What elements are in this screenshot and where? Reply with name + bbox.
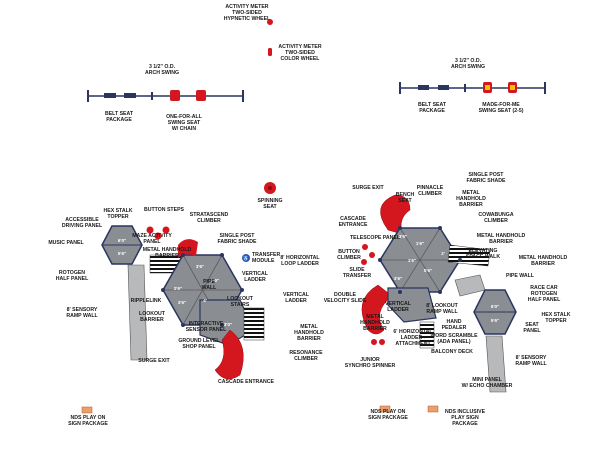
label-accessible-driving: ACCESSIBLE DRIVING PANEL xyxy=(61,217,103,229)
label-maze-activity: MAZE ACTIVITY PANEL xyxy=(132,233,172,245)
label-surge-exit-left: SURGE EXIT xyxy=(138,358,170,364)
deck-height: 6'0" xyxy=(118,238,126,243)
label-lookout-stairs: LOOKOUT STAIRS xyxy=(227,296,253,308)
label-race-car: RACE CAR ROTOGEN HALF PANEL xyxy=(527,285,561,303)
deck-height: 5'6" xyxy=(491,318,499,323)
deck-height: 2'6" xyxy=(174,286,182,291)
label-pinnacle: PINNACLE CLIMBER xyxy=(416,185,444,197)
deck-height: 5'6" xyxy=(424,268,432,273)
label-ripplelink: RIPPLELINK xyxy=(130,298,162,304)
label-pipe-wall-left: PIPE WALL xyxy=(201,279,217,291)
label-cascade-entrance-right: CASCADE ENTRANCE xyxy=(338,216,368,228)
label-loop-ladder: 8' HORIZONTAL LOOP LADDER xyxy=(280,255,320,267)
label-nds-inclusive: NDS INCLUSIVE PLAY SIGN PACKAGE xyxy=(444,409,486,427)
label-arch-swing-left: 3 1/2" O.D. ARCH SWING xyxy=(144,64,180,76)
deck-height: 3'0" xyxy=(224,322,232,327)
label-music-panel: MUSIC PANEL xyxy=(48,240,84,246)
label-transfer-module: TRANSFER MODULE xyxy=(252,252,281,264)
label-cascade-entrance-left: CASCADE ENTRANCE xyxy=(218,379,274,385)
label-belt-seat-left: BELT SEAT PACKAGE xyxy=(104,111,134,123)
label-vertical-ladder-a: VERTICAL LADDER xyxy=(242,271,268,283)
label-vertical-ladder-c: VERTICAL LADDER xyxy=(385,301,411,313)
label-rotogen: ROTOGEN HALF PANEL xyxy=(55,270,89,282)
transfer-module-icon xyxy=(242,254,250,262)
label-metal-handhold-f: METAL HANDHOLD BARRIER xyxy=(360,314,390,332)
svg-text:♿: ♿ xyxy=(243,255,249,262)
label-arch-swing-right: 3 1/2" O.D. ARCH SWING xyxy=(450,58,486,70)
label-metal-handhold-d: METAL HANDHOLD BARRIER xyxy=(476,233,526,245)
label-elevating-space-walk: ELEVATING SPACE WALK xyxy=(465,248,501,260)
label-interactive-sensor: INTERACTIVE SENSOR PANEL xyxy=(185,321,227,333)
label-word-scramble: WORD SCRAMBLE (ADA PANEL) xyxy=(430,333,478,345)
label-lookout-barrier: LOOKOUT BARRIER xyxy=(139,311,165,323)
deck-height: 1'6" xyxy=(408,258,416,263)
deck-height: 1'6" xyxy=(416,241,424,246)
deck-height: 4' xyxy=(203,298,207,303)
deck-height: 3'6" xyxy=(196,264,204,269)
label-hand-pedaler: HAND PEDALER xyxy=(441,319,467,331)
one-for-all-seat-1 xyxy=(170,90,180,101)
right-structure xyxy=(361,194,517,393)
deck-height: 2' xyxy=(441,251,445,256)
sign-package-right-1 xyxy=(379,405,391,413)
label-pipe-wall-right: PIPE WALL xyxy=(506,273,534,279)
label-activity-meter-color: ACTIVITY METER TWO-SIDED COLOR WHEEL xyxy=(278,44,322,62)
label-sensory-ramp-right: 8' SENSORY RAMP WALL xyxy=(515,355,547,367)
label-telescope: TELESCOPE PANEL xyxy=(349,235,401,241)
label-mini-panel: MINI PANEL W/ ECHO CHAMBER xyxy=(461,377,513,389)
label-metal-handhold-a: METAL HANDHOLD BARRIER xyxy=(142,247,192,259)
left-structure: ♿ xyxy=(101,225,265,380)
label-activity-meter-hypnotic: ACTIVITY METER TWO-SIDED HYPNETIC WHEEL xyxy=(223,4,271,22)
deck-height: 5'6" xyxy=(118,251,126,256)
label-metal-handhold-c: METAL HANDHOLD BARRIER xyxy=(456,190,486,208)
label-ground-level-shop: GROUND LEVEL SHOP PANEL xyxy=(178,338,220,350)
label-double-velocity: DOUBLE VELOCITY SLIDE xyxy=(323,292,367,304)
label-nds-play-on-left: NDS PLAY ON SIGN PACKAGE xyxy=(68,415,108,427)
label-button-steps: BUTTON STEPS xyxy=(144,207,184,213)
arch-swing-left xyxy=(87,90,244,102)
label-balcony-deck: BALCONY DECK xyxy=(431,349,473,355)
sign-package-right-2 xyxy=(427,405,439,413)
deck-height: 3'6" xyxy=(394,276,402,281)
label-horizontal-ladder-attach: 6' HORIZONTAL LADDER - ATTACHMENT xyxy=(393,329,433,347)
label-lookout-ramp: 8' LOOKOUT RAMP WALL xyxy=(426,303,458,315)
label-stratascend: STRATASCEND CLIMBER xyxy=(189,212,229,224)
deck-height: 6'0" xyxy=(491,304,499,309)
label-bench-seat: BENCH SEAT xyxy=(395,192,415,204)
label-one-for-all: ONE-FOR-ALL SWING SEAT W/ CHAIN xyxy=(166,114,202,132)
label-junior-synchro: JUNIOR SYNCHRO SPINNER xyxy=(344,357,396,369)
label-hex-stalk-right: HEX STALK TOPPER xyxy=(541,312,571,324)
label-surge-exit-right: SURGE EXIT xyxy=(352,185,384,191)
label-cowabunga: COWABUNGA CLIMBER xyxy=(478,212,514,224)
deck-height: 3'6" xyxy=(178,300,186,305)
deck-height: 4'0" xyxy=(211,278,219,283)
label-hex-stalk-left: HEX STALK TOPPER xyxy=(103,208,133,220)
label-sensory-ramp-left: 8' SENSORY RAMP WALL xyxy=(66,307,98,319)
arch-swing-right xyxy=(399,82,546,94)
label-fabric-shade-right: SINGLE POST FABRIC SHADE xyxy=(466,172,506,184)
label-nds-play-on-right: NDS PLAY ON SIGN PACKAGE xyxy=(368,409,408,421)
deck-height: 3'6" xyxy=(399,234,407,239)
label-button-climber: BUTTON CLIMBER xyxy=(337,249,361,261)
one-for-all-seat-2 xyxy=(196,90,206,101)
label-fabric-shade-left: SINGLE POST FABRIC SHADE xyxy=(217,233,257,245)
hypnotic-wheel xyxy=(267,19,273,25)
label-spinning-seat: SPINNING SEAT xyxy=(257,198,283,210)
label-resonance: RESONANCE CLIMBER xyxy=(289,350,323,362)
label-vertical-ladder-b: VERTICAL LADDER xyxy=(283,292,309,304)
label-metal-handhold-b: METAL HANDHOLD BARRIER xyxy=(294,324,324,342)
label-belt-seat-right: BELT SEAT PACKAGE xyxy=(417,102,447,114)
label-seat-panel: SEAT PANEL xyxy=(523,322,541,334)
sign-package-left xyxy=(81,406,93,414)
label-made-for-me: MADE-FOR-ME SWING SEAT (2-5) xyxy=(478,102,524,114)
color-wheel xyxy=(268,48,272,56)
label-slide-transfer: SLIDE TRANSFER xyxy=(342,267,372,279)
label-metal-handhold-e: METAL HANDHOLD BARRIER xyxy=(518,255,568,267)
